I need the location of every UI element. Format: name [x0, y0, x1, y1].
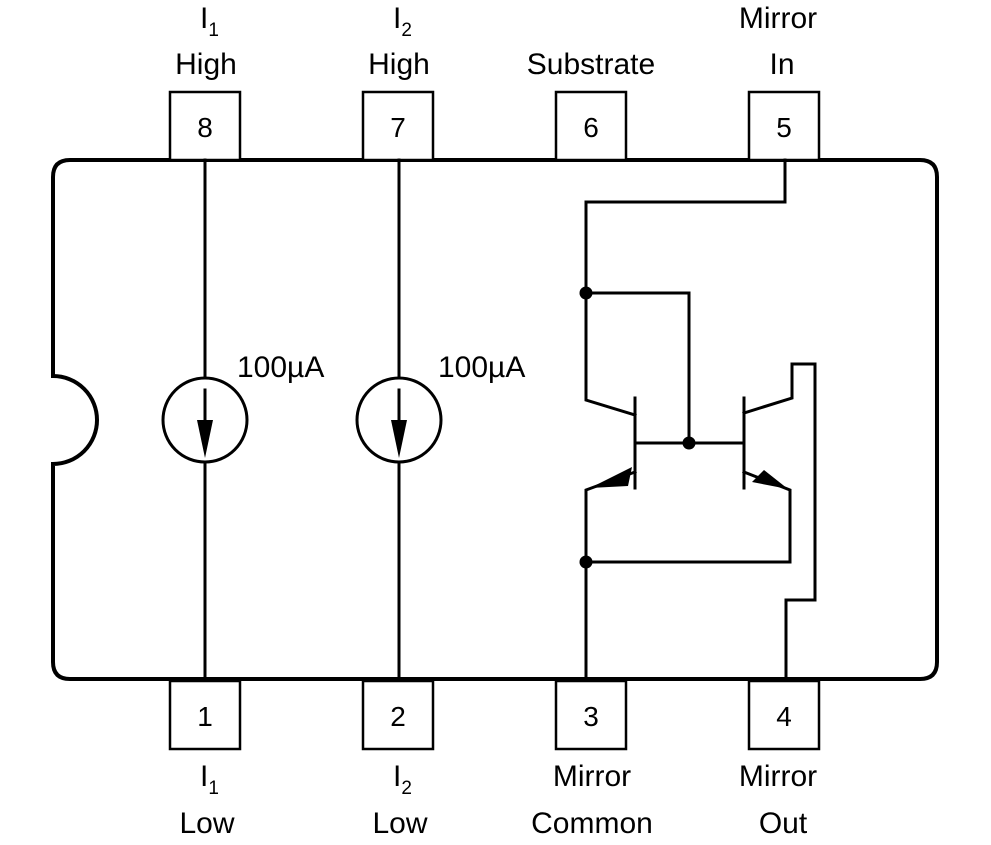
- junction-dot-base: [682, 436, 696, 450]
- pin-6-label: Substrate: [527, 48, 655, 81]
- pin-3-number: 3: [583, 701, 599, 732]
- pin-4-label: Mirror Out: [739, 760, 817, 840]
- svg-text:Out: Out: [759, 807, 808, 840]
- pin-1-number: 1: [197, 701, 213, 732]
- svg-text:Mirror: Mirror: [739, 2, 817, 35]
- pin-4-number: 4: [776, 701, 792, 732]
- svg-text:In: In: [769, 48, 794, 81]
- pin-1-box: [168, 679, 242, 751]
- pin-8-number: 8: [197, 112, 213, 143]
- pin-5-box: [747, 90, 821, 162]
- svg-text:Mirror: Mirror: [553, 760, 631, 793]
- junction-dot-common: [579, 555, 593, 569]
- pin-1-label: I1 Low: [179, 760, 234, 840]
- pin-6-number: 6: [583, 112, 599, 143]
- pin-4-box: [747, 679, 821, 751]
- current-source-2: [355, 158, 443, 681]
- svg-text:High: High: [175, 48, 237, 81]
- pin-8-label: I1 High: [175, 2, 237, 81]
- junction-dot-mirror-in: [579, 286, 593, 300]
- svg-text:Low: Low: [179, 807, 234, 840]
- pin-5-label: Mirror In: [739, 2, 817, 81]
- current-source-1: [161, 158, 249, 681]
- current-mirror-circuit: [584, 158, 817, 681]
- pin-3-box: [554, 679, 628, 751]
- svg-text:Mirror: Mirror: [739, 760, 817, 793]
- svg-text:High: High: [368, 48, 430, 81]
- pin-7-number: 7: [390, 112, 406, 143]
- svg-text:I2: I2: [393, 2, 412, 41]
- svg-text:Common: Common: [531, 807, 653, 840]
- svg-text:I1: I1: [200, 760, 219, 799]
- pin-3-label: Mirror Common: [531, 760, 653, 840]
- svg-text:I1: I1: [200, 2, 219, 41]
- pin-8-box: [168, 90, 242, 162]
- svg-text:I2: I2: [393, 760, 412, 799]
- current-source-2-value: 100µA: [438, 351, 525, 384]
- ic-package-body: [51, 158, 939, 681]
- pin-6-box: [554, 90, 628, 162]
- current-source-1-value: 100µA: [237, 351, 324, 384]
- pin-7-label: I2 High: [368, 2, 430, 81]
- pin-2-label: I2 Low: [372, 760, 427, 840]
- svg-text:Substrate: Substrate: [527, 48, 655, 81]
- pin-5-number: 5: [776, 112, 792, 143]
- svg-text:Low: Low: [372, 807, 427, 840]
- pin-2-box: [361, 679, 435, 751]
- pin-2-number: 2: [390, 701, 406, 732]
